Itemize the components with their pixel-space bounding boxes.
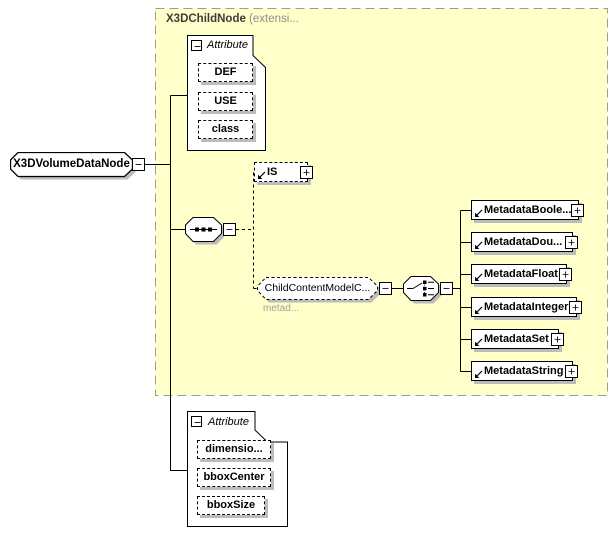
attribute-bboxcenter-label: bboxCenter [203, 471, 265, 483]
reference-arrow-icon [474, 370, 483, 379]
expand-icon[interactable] [300, 165, 313, 179]
element-label: MetadataBoole... [484, 204, 572, 216]
solid-connectors [139, 95, 471, 471]
base-type-name: X3DChildNode [166, 13, 246, 25]
sequence-icon [190, 227, 217, 232]
element-is[interactable]: IS [254, 162, 313, 182]
element-metadatainteger[interactable]: MetadataInteger [471, 297, 582, 317]
attribute-bboxsize-label: bboxSize [206, 499, 256, 511]
expand-icon[interactable] [565, 235, 578, 249]
is-label: IS [267, 166, 278, 178]
extension-region-title: X3DChildNode (extensi... [166, 13, 299, 25]
element-metadataset[interactable]: MetadataSet [471, 329, 564, 349]
node-outline [10, 152, 134, 178]
attribute-group-top-label: Attribute [207, 39, 248, 51]
attribute-bboxcenter[interactable]: bboxCenter [197, 468, 271, 487]
collapse-icon[interactable] [191, 40, 202, 51]
expand-icon[interactable] [559, 267, 572, 281]
element-label: MetadataString [484, 365, 564, 377]
element-metadatastring[interactable]: MetadataString [471, 361, 578, 381]
reference-arrow-icon [257, 171, 266, 180]
collapse-icon[interactable] [191, 416, 202, 427]
collapse-icon[interactable] [379, 282, 392, 295]
expand-icon[interactable] [551, 332, 564, 346]
collapse-icon[interactable] [440, 282, 453, 295]
reference-arrow-icon [474, 241, 483, 250]
element-metadatafloat[interactable]: MetadataFloat [471, 264, 572, 284]
collapse-icon[interactable] [223, 223, 236, 236]
reference-arrow-icon [474, 338, 483, 347]
attribute-bboxsize[interactable]: bboxSize [197, 496, 265, 515]
reference-arrow-icon [474, 273, 483, 282]
derivation-note: (extensi... [249, 13, 299, 25]
collapse-icon[interactable] [132, 158, 145, 171]
childcontentmodel-label: ChildContentModelC... [264, 282, 371, 294]
childcontentmodel-note: metad... [263, 303, 300, 314]
expand-icon[interactable] [571, 203, 584, 217]
choice-compositor[interactable] [403, 276, 443, 305]
element-label: MetadataDou... [484, 236, 563, 248]
attribute-class[interactable]: class [198, 120, 253, 139]
element-label: MetadataSet [484, 333, 549, 345]
element-metadataboolean[interactable]: MetadataBoole... [471, 200, 584, 220]
attribute-class-label: class [211, 123, 240, 135]
choice-icon [407, 280, 434, 297]
element-metadatadouble[interactable]: MetadataDou... [471, 232, 578, 252]
sequence-compositor[interactable] [185, 217, 226, 246]
expand-icon[interactable] [565, 364, 578, 378]
attribute-dimensions[interactable]: dimensio... [197, 440, 271, 459]
attribute-def-label: DEF [214, 66, 237, 78]
dashed-connectors [236, 172, 257, 289]
reference-arrow-icon [474, 306, 483, 315]
group-childcontentmodel[interactable]: ChildContentModelC... [257, 277, 382, 304]
expand-icon[interactable] [569, 300, 582, 314]
element-x3dvolumedatanode[interactable]: X3DVolumeDataNode [10, 152, 137, 181]
element-label: MetadataFloat [484, 268, 558, 280]
element-label: MetadataInteger [484, 301, 569, 313]
attribute-group-bottom-label: Attribute [208, 416, 249, 428]
attribute-use-label: USE [214, 95, 237, 107]
root-node-label: X3DVolumeDataNode [13, 158, 130, 170]
attribute-def[interactable]: DEF [198, 63, 253, 82]
reference-arrow-icon [474, 209, 483, 218]
attribute-dimensions-label: dimensio... [205, 443, 263, 455]
attribute-use[interactable]: USE [198, 92, 253, 111]
